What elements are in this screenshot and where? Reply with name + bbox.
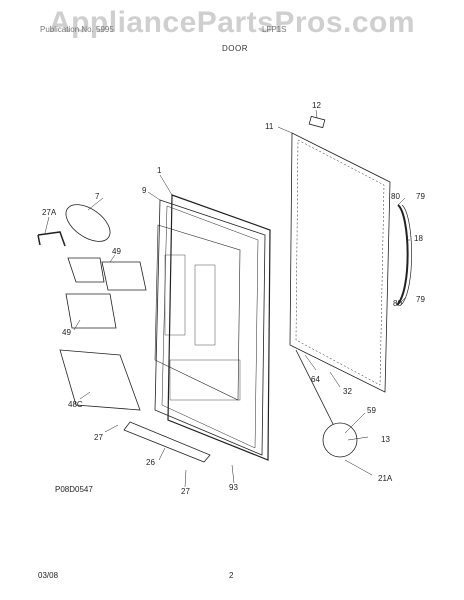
callout-49-upper: 49 [112, 247, 121, 256]
door-bin-48C [59, 349, 141, 411]
section-title: DOOR [222, 44, 248, 53]
publication-number: Publication No. 5995 [40, 25, 114, 34]
callout-49-lower: 49 [62, 328, 71, 337]
callout-59: 59 [367, 406, 376, 415]
door-shelf-upper-right [101, 261, 147, 291]
handle-trim-27A [37, 231, 66, 247]
hinge-detail-circle [322, 422, 358, 458]
door-gasket [167, 194, 271, 461]
callout-27A: 27A [42, 208, 57, 217]
callout-64: 64 [311, 375, 320, 384]
kick-plate [123, 421, 211, 463]
callout-27-bottom: 27 [181, 487, 190, 496]
watermark: AppliancePartsPros.com [48, 6, 416, 39]
callout-79-lower: 79 [416, 295, 425, 304]
callout-32: 32 [343, 387, 352, 396]
door-liner [154, 199, 266, 456]
callout-48C: 48C [68, 400, 83, 409]
callout-9: 9 [142, 186, 147, 195]
callout-18: 18 [414, 234, 423, 243]
callout-26: 26 [146, 458, 155, 467]
door-handle [396, 204, 409, 306]
callout-21A: 21A [378, 474, 393, 483]
page-number: 2 [229, 571, 234, 580]
door-shelf-upper-left [67, 257, 105, 283]
callout-11: 11 [265, 122, 274, 131]
callout-93: 93 [229, 483, 238, 492]
label-plate [308, 115, 326, 129]
footer-date: 03/08 [38, 571, 59, 580]
butter-compartment [65, 204, 111, 242]
callout-1: 1 [157, 166, 162, 175]
callout-80-upper: 80 [391, 192, 400, 201]
callout-80-lower: 80 [393, 299, 402, 308]
diagram-code: P08D0547 [55, 485, 93, 494]
callout-13: 13 [381, 435, 390, 444]
outer-door-panel [289, 132, 391, 393]
callout-12: 12 [312, 101, 321, 110]
model-number: LFP1S [262, 25, 287, 34]
callout-27-left: 27 [94, 433, 103, 442]
callout-79-upper: 79 [416, 192, 425, 201]
callout-7: 7 [95, 192, 100, 201]
door-shelf-lower [65, 293, 117, 329]
